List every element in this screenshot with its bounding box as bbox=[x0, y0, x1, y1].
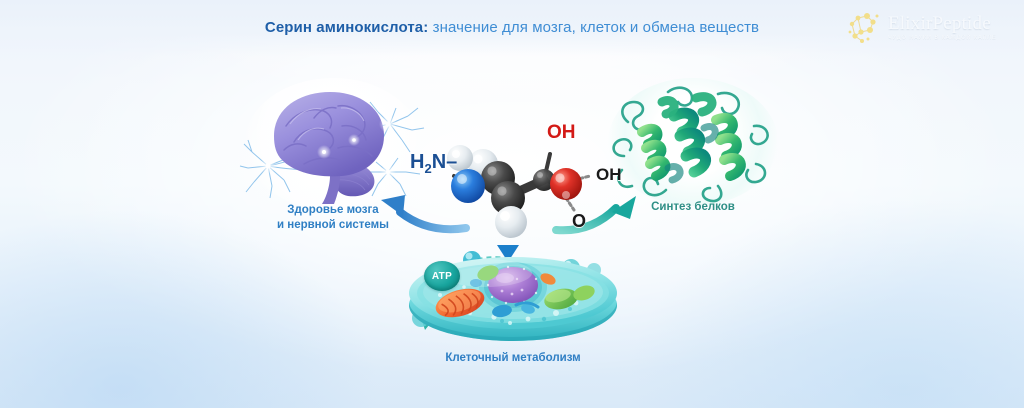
alpha-helices bbox=[637, 92, 746, 184]
cell-nucleus bbox=[479, 262, 547, 312]
hydroxyl-right-label: OH bbox=[596, 165, 622, 184]
animal-cell-icon bbox=[409, 257, 617, 341]
carbon-atom bbox=[533, 169, 555, 191]
serine-molecule: H2N– OH OH O bbox=[398, 118, 626, 250]
molecule-cluster-icon bbox=[848, 13, 879, 43]
brand-logo-text: ElixirPeptide ЧУДО НАУКИ В КАЖДОЙ КАПЛЕ bbox=[888, 12, 997, 43]
protein-synthesis-label: Синтез белков bbox=[651, 201, 735, 213]
hydrogen-atom bbox=[495, 206, 527, 238]
cell-organelles bbox=[470, 265, 556, 318]
atp-badge: ATP bbox=[424, 261, 460, 291]
protein-ribbon-icon bbox=[612, 86, 769, 203]
brand-name: ElixirPeptide bbox=[888, 12, 991, 34]
amine-group-label: H2N– bbox=[410, 151, 458, 176]
brain-with-neurons-icon bbox=[239, 92, 425, 204]
mitochondrion bbox=[435, 288, 485, 318]
cell-metabolism-label: Клеточный метаболизм bbox=[445, 352, 581, 364]
protein-synthesis-node[interactable]: Синтез белков bbox=[598, 78, 788, 248]
page-title-strong: Серин аминокислота: bbox=[264, 19, 429, 36]
page-title-rest: значение для мозга, клеток и обмена веще… bbox=[432, 19, 760, 36]
cell-metabolism-node[interactable]: Клеточный метаболизм bbox=[398, 243, 628, 383]
hydroxyl-top-label: OH bbox=[547, 122, 576, 143]
golgi-apparatus bbox=[544, 285, 595, 310]
brain-health-node[interactable]: Здоровье мозга и нервной системы bbox=[238, 78, 428, 248]
atp-badge-label: ATP bbox=[431, 270, 453, 282]
oxygen-bottom-label: O bbox=[572, 211, 587, 231]
brand-tagline: ЧУДО НАУКИ В КАЖДОЙ КАПЛЕ bbox=[888, 34, 997, 41]
carbon-atom bbox=[491, 181, 525, 215]
brain-health-label: Здоровье мозга и нервной системы bbox=[276, 204, 389, 231]
synapse-sparkles bbox=[259, 115, 397, 180]
brand-logo[interactable]: ElixirPeptide ЧУДО НАУКИ В КАЖДОЙ КАПЛЕ bbox=[846, 6, 1012, 50]
serine-ball-stick-model bbox=[447, 145, 592, 238]
page-title: Серин аминокислота: значение для мозга, … bbox=[0, 18, 1024, 38]
